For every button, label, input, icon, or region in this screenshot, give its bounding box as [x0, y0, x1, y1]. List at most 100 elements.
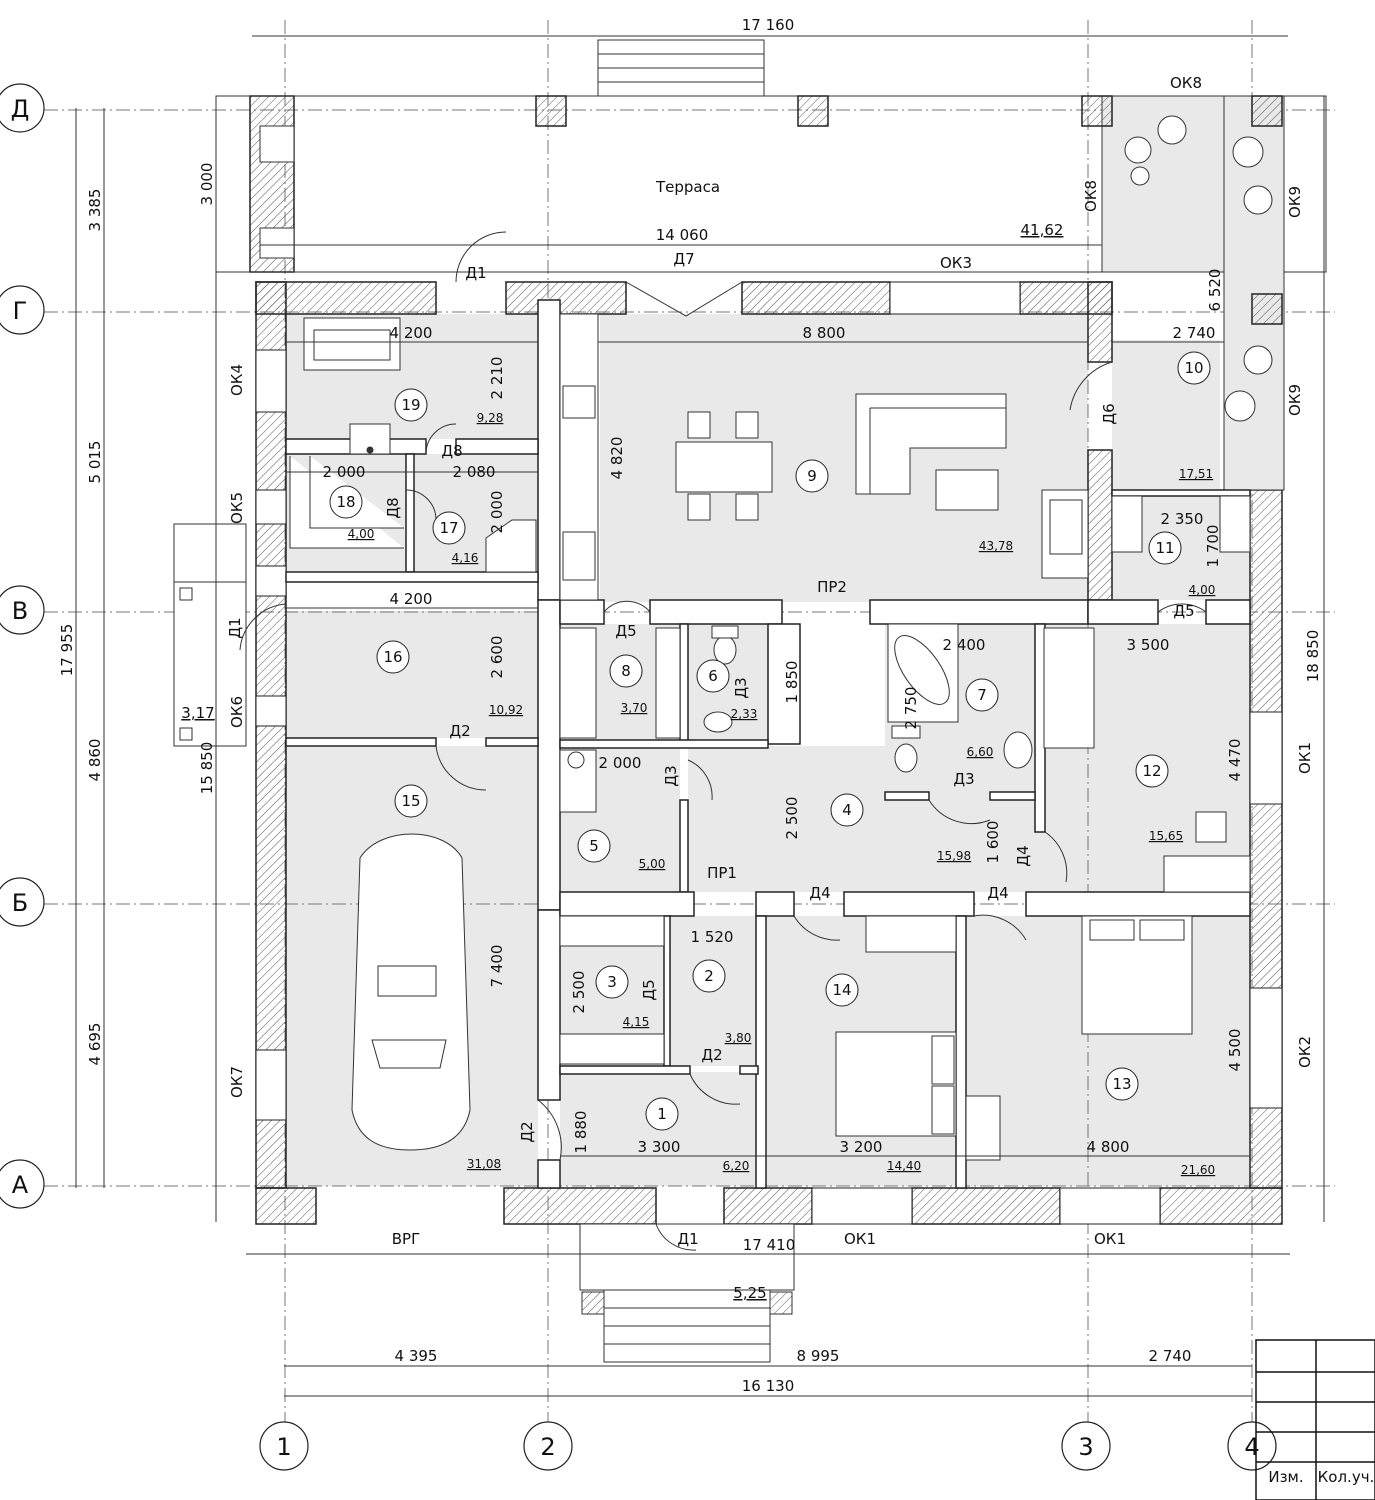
room-area-4: 15,98	[937, 849, 971, 863]
axis-label-a: А	[12, 1171, 29, 1199]
porch-steps	[173, 39, 795, 1363]
axis-label-g: Г	[13, 297, 28, 325]
room-number-13: 13	[1112, 1075, 1131, 1093]
dim-left-lower: 15 850	[198, 742, 216, 795]
label-door-d1-c: Д1	[677, 1230, 698, 1248]
room-area-5: 5,00	[639, 857, 666, 871]
label-door-d5-c: Д5	[640, 979, 658, 1000]
furniture	[289, 115, 1273, 1161]
room-number-3: 3	[607, 973, 617, 991]
room-area-14: 14,40	[887, 1159, 921, 1173]
dim-2210: 2 210	[488, 357, 506, 400]
dim-1700: 1 700	[1204, 525, 1222, 568]
label-door-d2-b: Д2	[701, 1046, 722, 1064]
axis-bubbles	[0, 83, 1277, 1471]
axis-label-v: В	[12, 597, 28, 625]
dim-4500: 4 500	[1226, 1029, 1244, 1072]
axis-label-1: 1	[276, 1433, 291, 1461]
dim-left-seg-1: 3 385	[86, 189, 104, 232]
room-area-1: 6,20	[723, 1159, 750, 1173]
room-number-8: 8	[621, 662, 631, 680]
label-door-d1-a: Д1	[465, 264, 486, 282]
room-number-16: 16	[383, 648, 402, 666]
dim-bottom-seg-3: 2 740	[1149, 1347, 1192, 1365]
label-door-d5-b: Д5	[1173, 602, 1194, 620]
dim-right-lower: 18 850	[1304, 630, 1322, 683]
dim-bottom-walls: 17 410	[743, 1236, 796, 1254]
label-pr1: ПР1	[707, 864, 737, 882]
room-area-11: 4,00	[1189, 583, 1216, 597]
dim-bottom-total: 16 130	[742, 1377, 795, 1395]
room-number-6: 6	[708, 667, 718, 685]
label-ok6: ОК6	[228, 696, 246, 728]
dim-2500-a: 2 500	[783, 797, 801, 840]
label-terrace-area: 41,62	[1021, 221, 1064, 239]
dim-left-total: 17 955	[58, 624, 76, 677]
room-area-19: 9,28	[477, 411, 504, 425]
axis-label-4: 4	[1244, 1433, 1259, 1461]
room-number-4: 4	[842, 801, 852, 819]
stamp-koluch: Кол.уч.	[1318, 1468, 1375, 1486]
label-terrace: Терраса	[655, 178, 720, 196]
dim-left-seg-2: 5 015	[86, 441, 104, 484]
label-porch-left-area: 3,17	[181, 704, 214, 722]
window-openings	[255, 281, 1283, 1225]
dim-1880: 1 880	[572, 1111, 590, 1154]
dim-2080: 2 080	[453, 463, 496, 481]
title-block	[1255, 1339, 1375, 1500]
label-door-d2-c: Д2	[518, 1121, 536, 1142]
room-number-14: 14	[832, 981, 851, 999]
room-number-15: 15	[401, 792, 420, 810]
dim-2740: 2 740	[1173, 324, 1216, 342]
label-porch-bottom-area: 5,25	[733, 1284, 766, 1302]
room-number-5: 5	[589, 837, 599, 855]
axis-label-b: Б	[12, 889, 28, 917]
axis-label-3: 3	[1078, 1433, 1093, 1461]
stamp-izm: Изм.	[1268, 1468, 1303, 1486]
room-number-9: 9	[807, 467, 817, 485]
dim-7400: 7 400	[488, 945, 506, 988]
dim-3500: 3 500	[1127, 636, 1170, 654]
room-number-10: 10	[1184, 359, 1203, 377]
dim-right-upper: 6 520	[1206, 269, 1224, 312]
room-area-15: 31,08	[467, 1157, 501, 1171]
room-number-11: 11	[1155, 539, 1174, 557]
label-door-d3-a: Д3	[732, 677, 750, 698]
dim-3300: 3 300	[638, 1138, 681, 1156]
label-door-d4-b: Д4	[987, 884, 1008, 902]
dim-3200: 3 200	[840, 1138, 883, 1156]
room-number-18: 18	[336, 493, 355, 511]
room-area-9: 43,78	[979, 539, 1013, 553]
dim-8800: 8 800	[803, 324, 846, 342]
room-area-10: 17,51	[1179, 467, 1213, 481]
dim-4800: 4 800	[1087, 1138, 1130, 1156]
dim-2000-a: 2 000	[323, 463, 366, 481]
label-door-d4-a: Д4	[809, 884, 830, 902]
label-door-d1-b: Д1	[226, 617, 244, 638]
label-ok3: ОК3	[940, 254, 972, 272]
label-door-d2-a: Д2	[449, 722, 470, 740]
dim-bottom-seg-2: 8 995	[797, 1347, 840, 1365]
label-door-d5-a: Д5	[615, 622, 636, 640]
dim-terrace-depth: 3 000	[198, 163, 216, 206]
dim-terrace-width: 14 060	[656, 226, 709, 244]
dim-2000-b: 2 000	[488, 491, 506, 534]
room-number-1: 1	[657, 1105, 667, 1123]
label-ok8-b: ОК8	[1082, 180, 1100, 212]
dim-4200-b: 4 200	[390, 590, 433, 608]
dim-2500-b: 2 500	[570, 971, 588, 1014]
room-area-18: 4,00	[348, 527, 375, 541]
internal-walls	[285, 299, 1251, 1189]
room-area-3: 4,15	[623, 1015, 650, 1029]
label-ok1-c: ОК1	[1296, 742, 1314, 774]
label-ok9-b: ОК9	[1286, 384, 1304, 416]
label-ok5: ОК5	[228, 492, 246, 524]
room-number-circles	[329, 351, 1211, 1131]
room-number-12: 12	[1142, 762, 1161, 780]
label-door-d7: Д7	[673, 250, 694, 268]
label-door-d3-b: Д3	[662, 765, 680, 786]
dim-top-overall: 17 160	[742, 16, 795, 34]
label-door-d6: Д6	[1100, 403, 1118, 424]
label-pr2: ПР2	[817, 578, 847, 596]
